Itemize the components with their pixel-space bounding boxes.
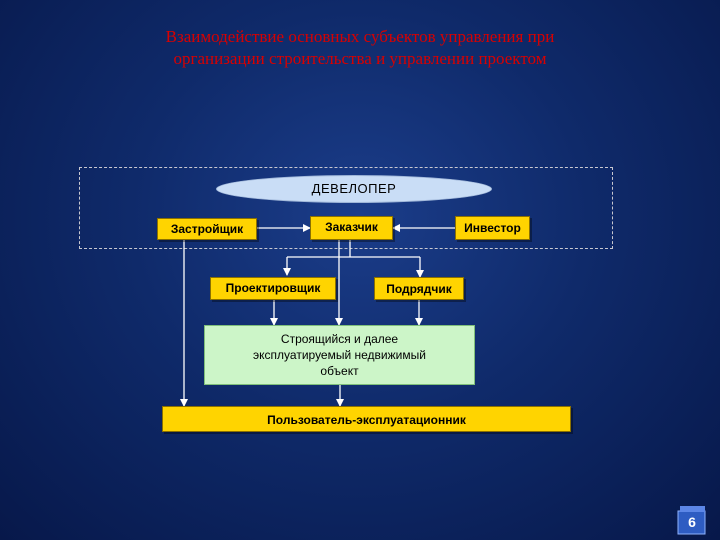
proektirovshchik-box: Проектировщик (210, 277, 336, 300)
zakazchik-label: Заказчик (325, 220, 378, 234)
title-line-2: организации строительства и управлении п… (173, 49, 547, 68)
title-line-1: Взаимодействие основных субъектов управл… (165, 27, 555, 46)
object-line-3: объект (320, 364, 359, 378)
proektirovshchik-label: Проектировщик (225, 281, 321, 295)
object-box: Строящийся и далее эксплуатируемый недви… (204, 325, 475, 385)
podryadchik-box: Подрядчик (374, 277, 464, 300)
zastroyshchik-label: Застройщик (170, 222, 244, 236)
investor-box: Инвестор (455, 216, 530, 240)
slide-title: Взаимодействие основных субъектов управл… (110, 26, 610, 70)
slide-badge-icon (677, 506, 706, 535)
object-line-2: эксплуатируемый недвижимый (253, 348, 426, 362)
zakazchik-box: Заказчик (310, 216, 393, 240)
object-line-1: Строящийся и далее (280, 332, 399, 346)
investor-label: Инвестор (464, 221, 521, 235)
developer-frame (79, 167, 613, 249)
user-label: Пользователь-эксплуатационник (267, 413, 466, 427)
slide-number: 6 (688, 514, 696, 530)
user-box: Пользователь-эксплуатационник (162, 406, 571, 432)
podryadchik-label: Подрядчик (386, 282, 452, 296)
developer-ellipse: ДЕВЕЛОПЕР (216, 175, 492, 203)
zastroyshchik-box: Застройщик (157, 218, 257, 240)
slide-number-badge: 6 (677, 505, 707, 535)
